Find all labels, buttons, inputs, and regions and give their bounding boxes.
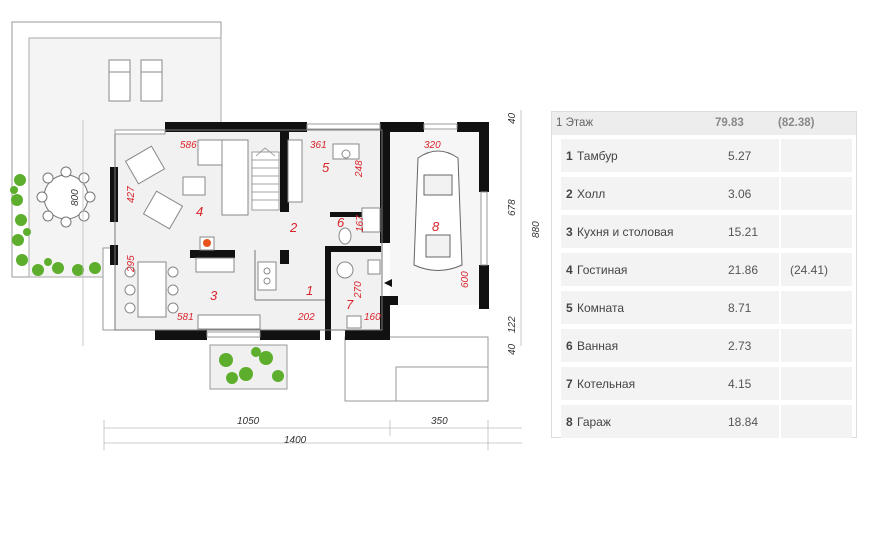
outer-dimensions: 800 40 678 880 122 40 1050 350 1400 — [70, 112, 540, 446]
dim-40-top: 40 — [507, 112, 518, 124]
dim-40-bottom: 40 — [507, 343, 518, 355]
inner-dimensions: 586 361 320 427 248 167 295 270 600 581 … — [126, 140, 471, 323]
dim-880: 880 — [531, 221, 540, 238]
row-area: 15.21 — [728, 225, 759, 239]
round-table-icon — [36, 166, 96, 228]
row-name: Котельная — [577, 377, 636, 391]
dim-202: 202 — [297, 312, 315, 323]
dim-678: 678 — [507, 199, 518, 216]
row-name: Гостиная — [577, 263, 628, 277]
row-num: 6 — [566, 339, 573, 353]
floor-label: 1 Этаж — [556, 117, 594, 129]
sofa-icon — [124, 139, 249, 230]
row-name: Гараж — [577, 415, 611, 429]
dim-122: 122 — [507, 316, 518, 333]
room-num-8: 8 — [432, 219, 440, 234]
dim-1400: 1400 — [284, 435, 307, 446]
row-name: Тамбур — [577, 149, 618, 163]
row-name: Кухня и столовая — [577, 225, 674, 239]
plants-bottom-icon — [209, 344, 288, 390]
room-num-6: 6 — [337, 215, 345, 230]
dim-320: 320 — [424, 140, 441, 151]
dim-350: 350 — [431, 416, 448, 427]
plants-icon — [10, 174, 101, 276]
row-num: 1 — [566, 149, 573, 163]
table-header: 1 Этаж 79.83 (82.38) — [552, 112, 856, 135]
floor-plan: 1 2 3 4 5 6 7 8 586 361 320 427 248 167 … — [10, 21, 540, 450]
row-area: 8.71 — [728, 301, 752, 315]
row-area: 18.84 — [728, 415, 759, 429]
dim-586: 586 — [180, 140, 197, 151]
row-name: Комната — [577, 301, 624, 315]
room-num-3: 3 — [210, 288, 218, 303]
row-area: 5.27 — [728, 149, 752, 163]
row-area: 3.06 — [728, 187, 752, 201]
entry-arrow-icon — [384, 279, 392, 287]
row-num: 8 — [566, 415, 573, 429]
table-row: 7 Котельная 4.15 — [561, 367, 852, 400]
row-num: 5 — [566, 301, 573, 315]
dim-248: 248 — [354, 160, 365, 178]
table-row: 1 Тамбур 5.27 — [561, 139, 852, 172]
dim-581: 581 — [177, 312, 194, 323]
room-numbers: 1 2 3 4 5 6 7 8 — [196, 160, 440, 312]
lounge-chairs-icon — [108, 59, 163, 102]
table-row: 8 Гараж 18.84 — [561, 405, 852, 438]
floor-area: 79.83 — [715, 117, 744, 129]
kitchen-counter-icon — [197, 261, 277, 330]
row-area2: (24.41) — [790, 263, 829, 277]
row-num: 7 — [566, 377, 573, 391]
table-row: 2 Холл 3.06 — [561, 177, 852, 210]
dim-270: 270 — [353, 281, 364, 299]
row-area: 4.15 — [728, 377, 752, 391]
row-num: 4 — [566, 263, 573, 277]
dim-295: 295 — [126, 255, 137, 273]
dim-361: 361 — [310, 140, 327, 151]
table-row: 4 Гостиная 21.86 (24.41) — [561, 253, 852, 286]
table-row: 6 Ванная 2.73 — [561, 329, 852, 362]
dining-table-icon — [124, 261, 179, 318]
room-area-table: 1 Этаж 79.83 (82.38) 1 Тамбур 5.27 2 Хол… — [551, 111, 857, 438]
bathroom-fixtures-icon — [336, 207, 381, 329]
dim-600: 600 — [460, 271, 471, 288]
row-area: 21.86 — [728, 263, 759, 277]
room-num-2: 2 — [289, 220, 298, 235]
fireplace-icon — [190, 236, 235, 273]
row-num: 2 — [566, 187, 573, 201]
table-row: 3 Кухня и столовая 15.21 — [561, 215, 852, 248]
row-name: Ванная — [577, 339, 619, 353]
floor-total-area: (82.38) — [778, 117, 815, 129]
row-name: Холл — [577, 187, 606, 201]
table-row: 5 Комната 8.71 — [561, 291, 852, 324]
dim-1050: 1050 — [237, 416, 260, 427]
dim-167: 167 — [355, 215, 366, 232]
dim-160: 160 — [364, 312, 381, 323]
desk-icon — [287, 139, 360, 203]
stairs-icon — [251, 147, 280, 211]
room-num-1: 1 — [306, 283, 313, 298]
room-num-4: 4 — [196, 204, 203, 219]
room-num-5: 5 — [322, 160, 330, 175]
row-area: 2.73 — [728, 339, 752, 353]
row-num: 3 — [566, 225, 573, 239]
room-num-7: 7 — [346, 297, 354, 312]
walls — [110, 122, 489, 340]
dim-427: 427 — [126, 186, 137, 203]
car-icon — [413, 150, 463, 271]
dim-800: 800 — [70, 189, 81, 206]
